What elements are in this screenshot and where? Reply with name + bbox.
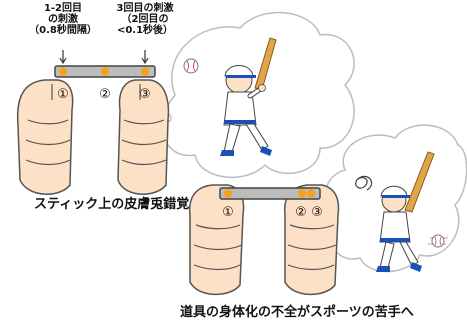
- hand-left-bottom: [188, 184, 245, 296]
- label-line: <0.1秒後）: [116, 25, 174, 37]
- marker-number-2: ②: [99, 87, 111, 102]
- label-line: （0.8秒間隔）: [29, 25, 97, 37]
- stimulus-marker-2: [297, 189, 307, 198]
- dizzy-swirl-icon: [355, 175, 373, 191]
- label-line: 3回目の刺激: [116, 3, 174, 14]
- marker-number-3: ③: [139, 87, 151, 102]
- baseball-icon: [183, 58, 199, 74]
- stimulus-marker-3: [140, 67, 150, 76]
- hand-right-bottom: [283, 184, 340, 296]
- marker-number-1: ①: [222, 205, 234, 220]
- stick-bottom: [219, 187, 321, 200]
- stimulus-marker-1: [58, 67, 68, 76]
- batter-swinging-illustration: [220, 37, 277, 156]
- hand-left-top: [16, 79, 74, 195]
- batter-missing-illustration: [376, 151, 435, 272]
- baseball-missed-icon: [428, 234, 448, 248]
- stimulus-marker-1: [223, 189, 233, 198]
- label-stim-1-2: 1-2回目 の刺激 （0.8秒間隔）: [27, 3, 99, 37]
- label-line: 1-2回目: [43, 3, 83, 14]
- marker-number-2: ②: [295, 205, 307, 220]
- stimulus-marker-2: [100, 67, 110, 76]
- label-line: （2回目の: [121, 14, 169, 26]
- stick-top: [54, 65, 156, 78]
- hand-right-top: [117, 79, 170, 195]
- label-line: の刺激: [48, 14, 78, 26]
- caption-bottom: 道具の身体化の不全がスポーツの苦手へ: [180, 305, 414, 320]
- stimulus-marker-3: [306, 189, 316, 198]
- caption-top: スティック上の皮膚兎錯覚: [34, 197, 190, 212]
- marker-number-3: ③: [311, 205, 323, 220]
- marker-number-1: ①: [57, 87, 69, 102]
- label-stim-3: 3回目の刺激 （2回目の <0.1秒後）: [108, 3, 182, 37]
